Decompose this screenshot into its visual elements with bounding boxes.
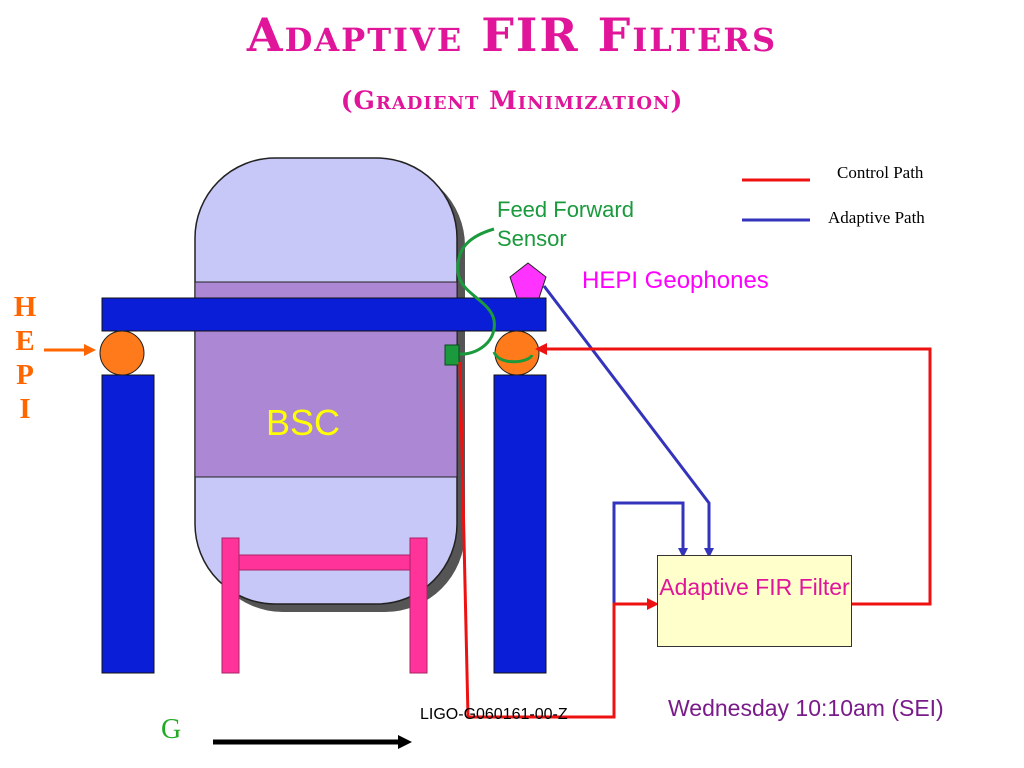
- control-path-sensor: [458, 361, 659, 719]
- adaptive-path-error: [612, 501, 688, 603]
- feed-forward-sensor-label: Feed Forward Sensor: [497, 197, 634, 251]
- page-subtitle: (Gradient Minimization): [340, 86, 684, 115]
- hepi-actuator-left: [99, 330, 145, 376]
- hepi-letter: P: [16, 359, 34, 391]
- feed-forward-sensor: [444, 344, 460, 366]
- adaptive-fir-filter-box: Adaptive FIR Filter: [657, 555, 852, 647]
- date-label: Wednesday 10:10am (SEI): [668, 695, 944, 721]
- hepi-letter: E: [15, 325, 35, 357]
- legend-adaptive-label: Adaptive Path: [828, 208, 925, 227]
- hepi-geophones-label: HEPI Geophones: [582, 267, 769, 294]
- control-path-output: [535, 343, 932, 606]
- legend-control-label: Control Path: [837, 163, 924, 182]
- hepi-vertical-label: H E P I: [10, 290, 40, 426]
- hepi-letter: H: [13, 291, 37, 323]
- bsc-label: BSC: [266, 402, 341, 443]
- stand-right-leg: [409, 537, 428, 674]
- adaptive-fir-filter-label: Adaptive FIR Filter: [659, 574, 850, 600]
- adaptive-path-geophone: [542, 285, 714, 558]
- hepi-actuator-right: [494, 330, 540, 376]
- sensor-cable-hook: [492, 351, 534, 364]
- stand-left-leg: [221, 537, 240, 674]
- pier-right: [493, 374, 547, 674]
- ligo-document-id: LIGO-G060161-00-Z: [420, 706, 568, 723]
- pier-left: [101, 374, 155, 674]
- hepi-geophone: [509, 262, 547, 299]
- ground-label: G: [161, 714, 182, 745]
- hepi-letter: I: [19, 393, 31, 425]
- page-title: Adaptive FIR Filters: [246, 8, 778, 62]
- sensor-cable: [454, 227, 496, 356]
- support-beam: [101, 297, 547, 332]
- stand-crossbar: [238, 554, 411, 571]
